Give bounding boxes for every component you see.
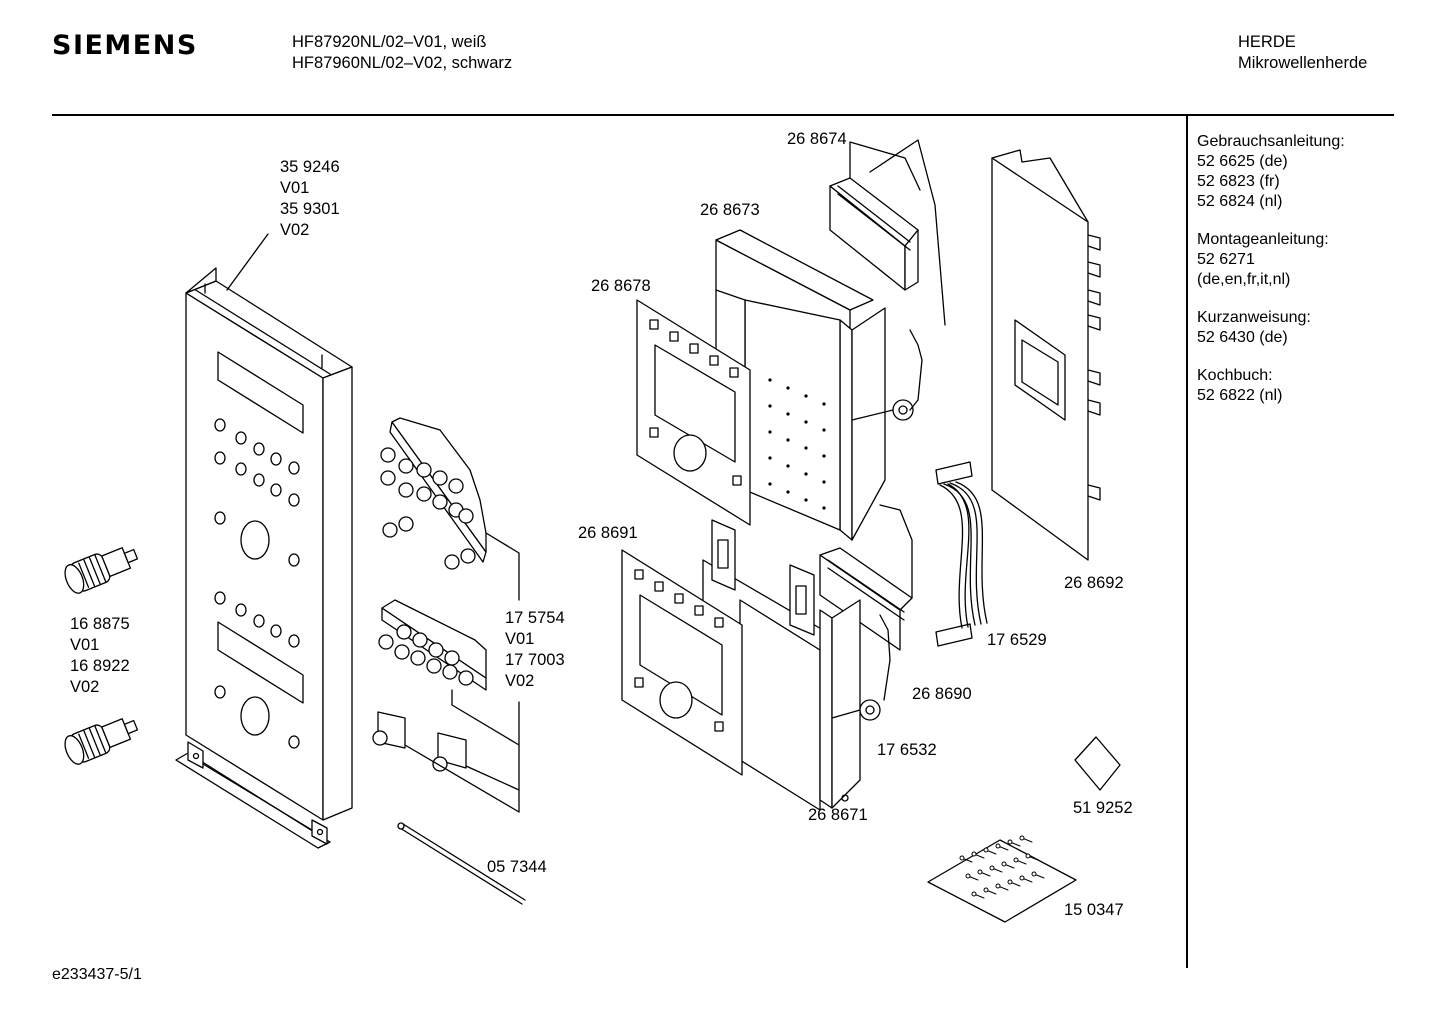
lower-module [702,504,913,811]
document-item: 52 6271 [1197,251,1255,268]
screw-head [995,883,1001,889]
model-line: HF87920NL/02–V01, weiß [292,33,487,51]
label-268674: 26 8674 [787,130,847,148]
screw-head [995,843,1001,849]
document-item: (de,en,fr,it,nl) [1197,271,1291,288]
label-knobs: 16 8875 V01 16 8922 V02 [70,615,130,696]
hole-mark [786,438,790,442]
label-176529: 17 6529 [987,631,1047,649]
document-title: Gebrauchsanleitung: [1197,133,1345,150]
screw-head [1031,871,1037,877]
hole-mark [786,490,790,494]
document-title: Kurzanweisung: [1197,309,1311,326]
hole-mark [786,386,790,390]
lower-front-frame [621,549,743,776]
document-item: 52 6822 (nl) [1197,387,1283,404]
label-front-panel: 35 9246 V01 35 9301 V02 [280,158,340,239]
document-title: Kochbuch: [1197,367,1273,384]
document-list: Gebrauchsanleitung: 52 6625 (de) 52 6823… [1197,132,1345,424]
label-keyboards: 17 5754 V01 17 7003 V02 [505,609,565,690]
brand-logo: SIEMENS [52,30,198,61]
screw-head [977,869,983,875]
hole-mark [822,402,826,406]
document-group: Gebrauchsanleitung: 52 6625 (de) 52 6823… [1197,132,1345,212]
screw-head [1025,853,1031,859]
header-rule [52,114,1394,116]
ribbon-cable [935,461,988,647]
screw-head [1001,861,1007,867]
document-group: Kurzanweisung: 52 6430 (de) [1197,308,1345,348]
screw-head [989,865,995,871]
keyboard-boards [372,417,520,813]
hole-mark [768,430,772,434]
hole-mark [804,472,808,476]
document-group: Montageanleitung: 52 6271 (de,en,fr,it,n… [1197,230,1345,290]
appliance-category: HERDE Mikrowellenherde [1238,32,1367,74]
screw-head [1019,875,1025,881]
document-item: 52 6430 (de) [1197,329,1288,346]
hole-mark [768,482,772,486]
screw-head [983,847,989,853]
hole-mark [786,412,790,416]
document-item: 52 6823 (fr) [1197,173,1280,190]
model-line: HF87960NL/02–V02, schwarz [292,54,513,72]
document-item: 52 6824 (nl) [1197,193,1283,210]
label-519252: 51 9252 [1073,799,1133,817]
hole-mark [768,378,772,382]
front-panel [175,233,353,849]
screw-head [971,851,977,857]
hole-mark [822,428,826,432]
hole-mark [822,480,826,484]
upper-module [715,139,946,541]
label-268671: 26 8671 [808,806,868,824]
label-268691: 26 8691 [578,524,638,542]
screw-head [1007,839,1013,845]
category-line: HERDE [1238,33,1296,51]
gasket-part [1074,736,1121,791]
label-268678: 26 8678 [591,277,651,295]
label-150347: 15 0347 [1064,901,1124,919]
hole-mark [822,506,826,510]
label-268692: 26 8692 [1064,574,1124,592]
document-item: 52 6625 (de) [1197,153,1288,170]
document-title: Montageanleitung: [1197,231,1329,248]
hole-mark [768,404,772,408]
drawing-id: e233437-5/1 [52,966,142,983]
sidebar-divider [1186,116,1188,968]
label-268673: 26 8673 [700,201,760,219]
hole-mark [804,394,808,398]
hole-mark [768,456,772,460]
model-list: HF87920NL/02–V01, weiß HF87960NL/02–V02,… [292,32,512,74]
hole-mark [804,420,808,424]
screw-head [1019,835,1025,841]
screw-head [965,873,971,879]
document-group: Kochbuch: 52 6822 (nl) [1197,366,1345,406]
label-rod: 05 7344 [487,858,547,876]
label-176532: 17 6532 [877,741,937,759]
screw-head [1007,879,1013,885]
hole-mark [804,498,808,502]
screw-head [971,891,977,897]
hole-mark [804,446,808,450]
screw-head [1013,857,1019,863]
screw-bag [927,835,1077,923]
upper-front-frame [636,299,751,526]
hole-mark [822,454,826,458]
rod-part [397,822,526,905]
control-knobs [64,547,139,765]
hole-mark [786,464,790,468]
screw-head [959,855,965,861]
label-268690: 26 8690 [912,685,972,703]
category-line: Mikrowellenherde [1238,54,1368,72]
screw-head [983,887,989,893]
rear-support-plate [991,149,1101,561]
